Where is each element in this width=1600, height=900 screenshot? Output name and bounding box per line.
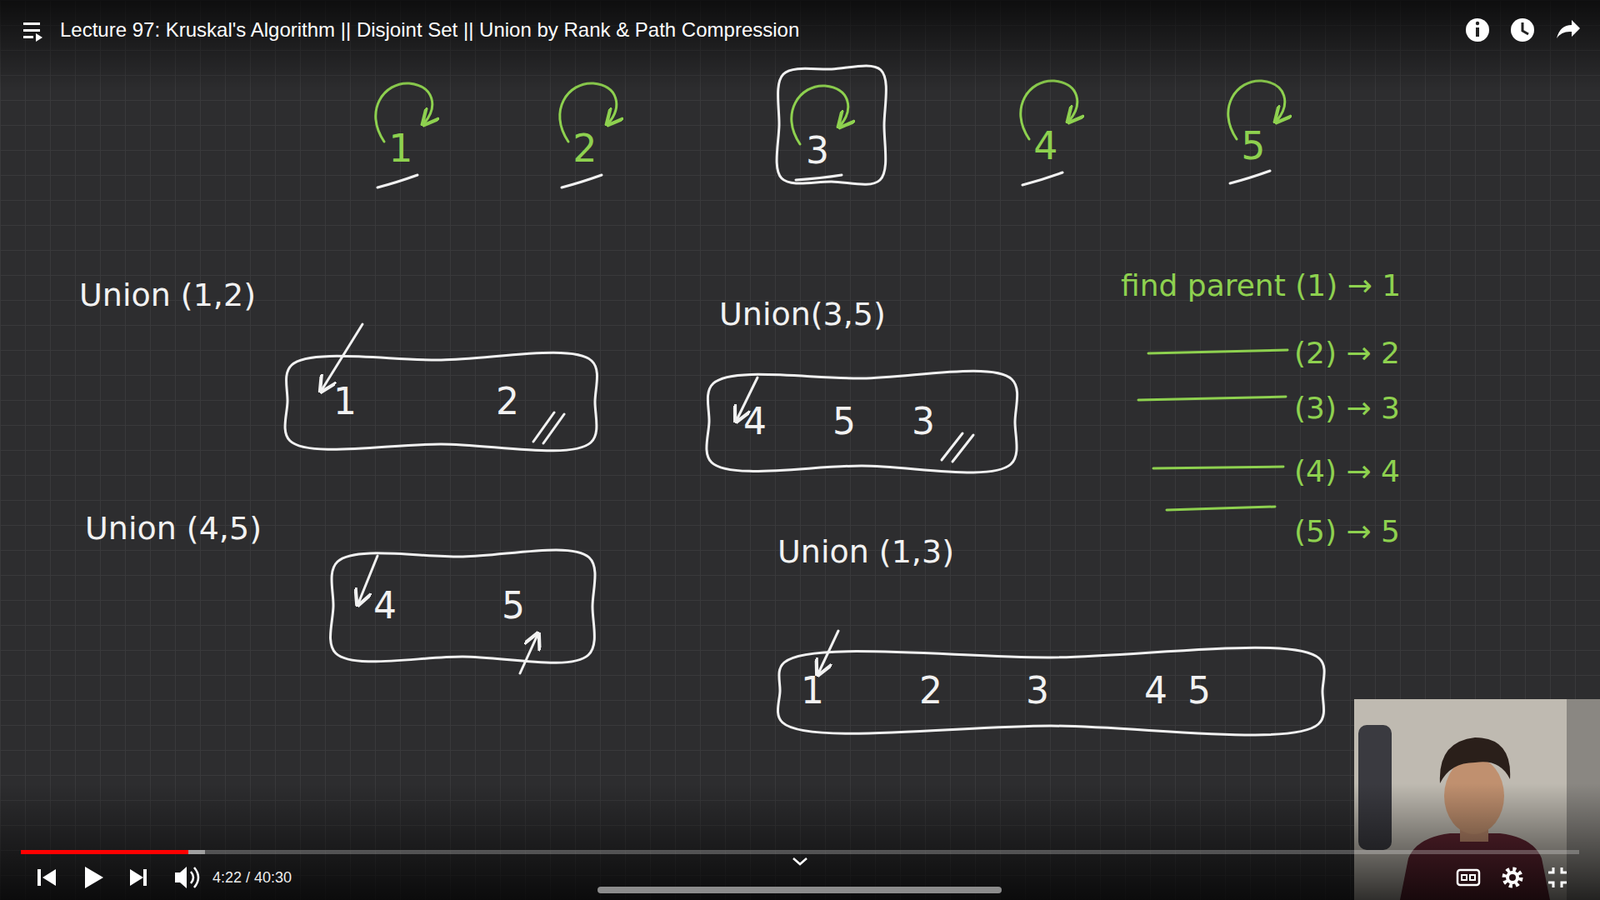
top-bar: [0, 0, 1600, 92]
clock-icon: [1510, 18, 1535, 42]
outline-path: [777, 647, 1325, 735]
set-band: 12: [285, 357, 597, 446]
set-element: 5: [832, 400, 856, 444]
set-element: 3: [805, 130, 830, 173]
progress-bar: [20, 850, 1580, 855]
hand-outline: [285, 357, 597, 446]
union-call: Union (1,3): [777, 534, 955, 571]
root-box: 3: [777, 66, 886, 184]
outline-path: [330, 550, 596, 663]
element-number: 2: [572, 126, 597, 171]
leader-line: [1138, 350, 1288, 510]
parent-lookup: (5) → 5: [1294, 514, 1400, 549]
set-band: 1 2 3 45: [778, 655, 1325, 728]
element-number: 5: [1240, 124, 1265, 169]
player-controls: [37, 866, 1567, 889]
set-element: 3: [911, 400, 935, 444]
set-element: 3: [1025, 670, 1050, 713]
parent-lookup: (2) → 2: [1294, 335, 1400, 370]
set-element: 4: [743, 400, 767, 444]
video-time: 4:22 / 40:30: [212, 869, 292, 887]
chevron-icon: [793, 858, 807, 865]
playlist-icon: [23, 22, 43, 42]
outline-path: [706, 370, 1018, 473]
set-element: 5: [501, 585, 525, 628]
underline: [377, 170, 1270, 188]
outline-path: [285, 352, 597, 450]
hand-outline: [331, 554, 595, 659]
set-element: 2: [919, 670, 943, 713]
union-call: Union (1,2): [79, 277, 256, 315]
parent-lookup: (4) → 4: [1294, 454, 1400, 489]
parent-arrow: [321, 324, 974, 674]
parent-lookup: (3) → 3: [1294, 390, 1400, 425]
outline-path: [776, 65, 886, 185]
set-element: 4: [373, 585, 397, 628]
set-element: 2: [495, 380, 520, 424]
scroll-pill: [597, 886, 1002, 894]
hand-outline: [777, 66, 886, 184]
share-icon: [1556, 20, 1580, 39]
parent-lookup: find parent (1) → 1: [1120, 268, 1401, 303]
hand-outline: [778, 655, 1325, 728]
set-band: 4 5 3: [707, 375, 1017, 468]
info-icon: [1465, 18, 1490, 42]
set-element: 5: [1187, 670, 1211, 713]
element-number: 1: [388, 126, 413, 171]
set-element: 4: [1144, 670, 1168, 713]
element-number: 4: [1033, 124, 1058, 169]
video-title: Lecture 97: Kruskal's Algorithm || Disjo…: [60, 18, 800, 42]
bottom-bar: [0, 783, 1600, 900]
union-call: Union (4,5): [85, 510, 262, 548]
set-element: 1: [333, 380, 357, 424]
set-element: 1: [800, 670, 825, 713]
set-band: 45: [331, 554, 595, 659]
union-call: Union(3,5): [719, 296, 886, 334]
